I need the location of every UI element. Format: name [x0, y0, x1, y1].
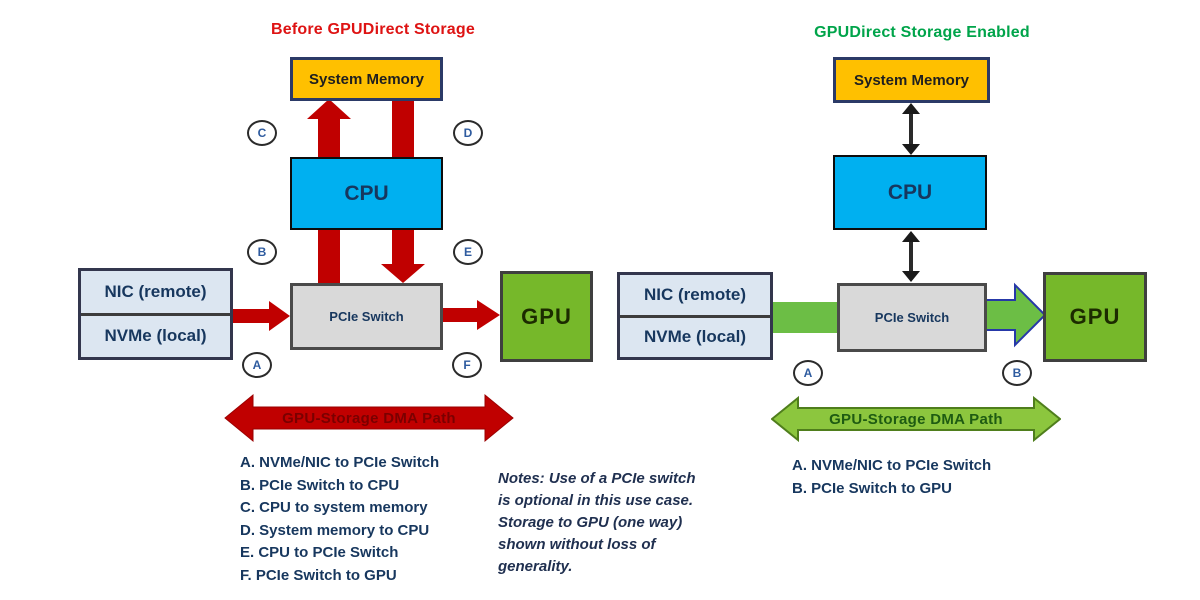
- arrowhead-into-switch-left-icon: [269, 301, 290, 331]
- pcie-switch-box-right: PCIe Switch: [837, 283, 987, 352]
- legend-right-item-a: A. NVMe/NIC to PCIe Switch: [792, 457, 992, 474]
- notes-line-4: shown without loss of: [498, 536, 656, 553]
- marker-e-letter: E: [463, 245, 472, 259]
- double-arrow-red-icon: [224, 393, 514, 443]
- legend-left-item-f: F. PCIe Switch to GPU: [240, 566, 397, 584]
- gpu-label-right: GPU: [1069, 304, 1121, 329]
- notes-line-2: is optional in this use case.: [498, 492, 694, 509]
- gpu-box-right: GPU: [1043, 272, 1147, 362]
- green-path-nvme-to-switch: [773, 302, 839, 333]
- arrowhead-down-switch-right-icon: [902, 271, 920, 282]
- arrow-shaft-cpu-to-switch: [392, 230, 414, 266]
- arrowhead-up-cpu-right-icon: [902, 231, 920, 242]
- system-memory-box-right: System Memory: [833, 57, 990, 103]
- pcie-switch-box-left: PCIe Switch: [290, 283, 443, 350]
- fat-arrow-green-icon: [984, 282, 1047, 348]
- legend-left-item-b: B. PCIe Switch to CPU: [240, 476, 400, 494]
- system-memory-label-left: System Memory: [308, 70, 425, 88]
- marker-a-left: A: [242, 352, 272, 378]
- pcie-switch-label-left: PCIe Switch: [329, 309, 404, 324]
- marker-f-letter: F: [463, 358, 471, 372]
- double-arrow-green-icon: [770, 395, 1062, 443]
- legend-right-item-b: B. PCIe Switch to GPU: [792, 479, 953, 497]
- arrowhead-up-into-memory-icon: [307, 99, 351, 119]
- legend-left-item-d: D. System memory to CPU: [240, 521, 430, 539]
- arrow-shaft-nvme-to-switch-left: [233, 309, 271, 323]
- marker-b-left: B: [247, 239, 277, 265]
- arrow-shaft-memory-to-cpu: [392, 101, 414, 158]
- marker-b-right-letter: B: [1012, 366, 1022, 380]
- cpu-box-left: CPU: [290, 157, 443, 230]
- dma-path-arrow-right: GPU-Storage DMA Path: [770, 395, 1062, 443]
- marker-b-letter: B: [257, 245, 267, 259]
- arrowhead-down-into-switch-icon: [381, 264, 425, 283]
- arrowhead-into-gpu-left-icon: [477, 300, 500, 330]
- nic-remote-label-right: NIC (remote): [643, 284, 746, 304]
- marker-f-left: F: [452, 352, 482, 378]
- legend-left-item-a: A. NVMe/NIC to PCIe Switch: [240, 454, 440, 471]
- nvme-local-label-left: NVMe (local): [81, 312, 230, 358]
- marker-a-right: A: [793, 360, 823, 386]
- nvme-local-label-right: NVMe (local): [620, 314, 770, 358]
- nic-remote-label-left: NIC (remote): [104, 281, 207, 301]
- notes-line-1: Notes: Use of a PCIe switch: [498, 470, 696, 487]
- arrowhead-down-cpu-right-icon: [902, 144, 920, 155]
- link-memory-cpu-right: [909, 111, 913, 146]
- gpu-box-left: GPU: [500, 271, 593, 362]
- notes-line-5: generality.: [498, 558, 573, 575]
- legend-right: A. NVMe/NIC to PCIe Switch B. PCIe Switc…: [792, 455, 991, 500]
- legend-left: A. NVMe/NIC to PCIe Switch B. PCIe Switc…: [240, 452, 439, 587]
- notes-line-3: Storage to GPU (one way): [498, 514, 683, 531]
- arrow-shaft-switch-to-cpu: [318, 230, 340, 284]
- gpu-label-left: GPU: [521, 303, 572, 329]
- arrow-shaft-switch-to-gpu-left: [443, 308, 479, 322]
- arrowhead-up-memory-right-icon: [902, 103, 920, 114]
- marker-b-right: B: [1002, 360, 1032, 386]
- dma-path-arrow-left: GPU-Storage DMA Path: [224, 392, 514, 444]
- right-diagram-title: GPUDirect Storage Enabled: [814, 24, 1030, 41]
- storage-sources-box-right: NIC (remote) NVMe (local): [617, 272, 773, 360]
- storage-sources-box-left: NIC (remote) NVMe (local): [78, 268, 233, 360]
- legend-left-item-c: C. CPU to system memory: [240, 499, 428, 516]
- system-memory-label-right: System Memory: [853, 71, 970, 89]
- green-arrow-switch-to-gpu: [984, 282, 1047, 348]
- system-memory-box-left: System Memory: [290, 57, 443, 101]
- notes-text: Notes: Use of a PCIe switch is optional …: [498, 468, 696, 578]
- marker-d-left: D: [453, 120, 483, 146]
- marker-e-left: E: [453, 239, 483, 265]
- link-cpu-switch-right: [909, 239, 913, 273]
- marker-a-right-letter: A: [803, 366, 813, 380]
- cpu-box-right: CPU: [833, 155, 987, 230]
- legend-left-item-e: E. CPU to PCIe Switch: [240, 544, 399, 561]
- left-diagram-title: Before GPUDirect Storage: [271, 21, 475, 38]
- arrow-shaft-cpu-to-memory: [318, 116, 340, 158]
- marker-a-letter: A: [252, 358, 262, 372]
- marker-c-left: C: [247, 120, 277, 146]
- marker-c-letter: C: [257, 126, 267, 140]
- marker-d-letter: D: [463, 126, 473, 140]
- cpu-label-right: CPU: [887, 180, 933, 204]
- dma-path-label-left: GPU-Storage DMA Path: [282, 409, 456, 427]
- pcie-switch-label-right: PCIe Switch: [874, 310, 950, 325]
- dma-path-label-right: GPU-Storage DMA Path: [829, 410, 1003, 428]
- cpu-label-left: CPU: [344, 181, 389, 205]
